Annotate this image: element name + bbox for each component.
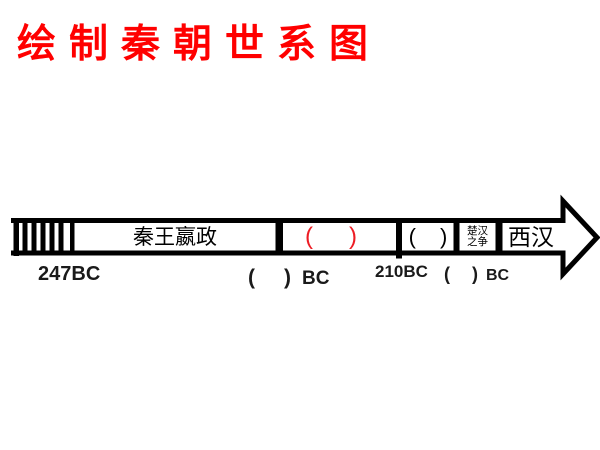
divider-qin-end bbox=[275, 219, 283, 255]
blank2-bc-suffix: BC bbox=[486, 267, 510, 284]
blank1-bc-suffix: BC bbox=[302, 268, 330, 289]
divider-chuhan-start bbox=[453, 219, 460, 255]
label-blank2-bc: ( ) BC bbox=[444, 265, 509, 284]
segment-blank-red-parens: ( ) bbox=[283, 219, 379, 255]
blank1-paren-open: ( bbox=[248, 266, 255, 289]
divider-210bc bbox=[396, 219, 402, 259]
arrow-outline bbox=[11, 194, 600, 281]
slide-title: 绘制秦朝世系图 bbox=[17, 21, 382, 67]
black-paren-open: ( bbox=[408, 224, 416, 249]
hatch-bars bbox=[13, 218, 64, 256]
blank2-paren-close: ) bbox=[472, 264, 478, 284]
label-247bc: 247BC bbox=[38, 263, 101, 285]
blank2-paren-open: ( bbox=[444, 264, 450, 284]
segment-western-han-label: 西汉 bbox=[508, 223, 554, 250]
chu-han-line2: 之争 bbox=[467, 236, 488, 248]
blank1-paren-close: ) bbox=[284, 266, 291, 289]
divider-chuhan-end bbox=[495, 219, 503, 255]
label-210bc: 210BC bbox=[375, 262, 428, 281]
segment-chu-han-label: 楚汉 之争 bbox=[459, 219, 496, 255]
black-paren-close: ) bbox=[440, 224, 448, 249]
red-paren-close: ) bbox=[349, 223, 357, 250]
segment-qin-king-label: 秦王嬴政 bbox=[133, 225, 217, 249]
label-blank1-bc: ( ) BC bbox=[248, 267, 329, 288]
segment-blank-black-parens: ( ) bbox=[402, 219, 454, 255]
divider-qin-start bbox=[70, 219, 75, 255]
chu-han-line1: 楚汉 bbox=[467, 225, 488, 237]
red-paren-open: ( bbox=[305, 223, 313, 250]
